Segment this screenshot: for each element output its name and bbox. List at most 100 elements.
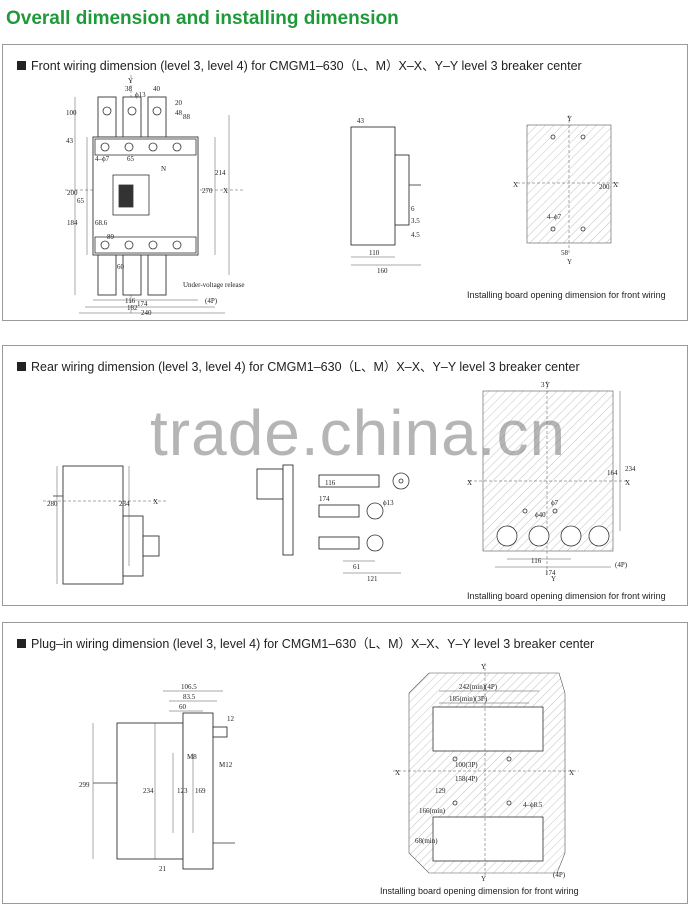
- dim-label: ϕ40: [535, 511, 546, 519]
- page-title: Overall dimension and installing dimensi…: [6, 8, 399, 29]
- dim-label: 100(3P): [455, 761, 478, 769]
- dim-label: 174: [545, 569, 556, 577]
- bullet-square-icon: [17, 639, 26, 648]
- dim-label: 234: [143, 787, 154, 795]
- dim-label: 40: [153, 85, 161, 93]
- dim-label: 240: [141, 309, 152, 317]
- dim-label: 48: [175, 109, 183, 117]
- dim-label: 160: [377, 267, 388, 275]
- dim-label: ϕ13: [383, 499, 394, 507]
- dim-label: 3: [541, 381, 545, 389]
- dim-label: 100: [66, 109, 77, 117]
- dim-label: (4P): [553, 871, 566, 879]
- dim-label: Y: [567, 115, 572, 123]
- rear-side-view-drawing: 280 234 X: [43, 465, 167, 585]
- front-wiring-panel: Front wiring dimension (level 3, level 4…: [2, 44, 688, 321]
- dim-label: 89: [107, 233, 115, 241]
- dim-label: 169: [195, 787, 206, 795]
- dim-label: 164: [607, 469, 618, 477]
- dim-label: 61: [353, 563, 361, 571]
- rear-wiring-panel: Rear wiring dimension (level 3, level 4)…: [2, 345, 688, 606]
- dim-label: 174: [319, 495, 330, 503]
- dim-label: 4–ϕ7: [547, 213, 562, 221]
- dim-label: 242(min)(4P): [459, 683, 498, 691]
- dim-label: Y: [545, 381, 550, 389]
- dim-label: 12: [227, 715, 235, 723]
- dim-label: M8: [187, 753, 197, 761]
- plugin-wiring-panel: Plug–in wiring dimension (level 3, level…: [2, 622, 688, 904]
- dim-label: 43: [66, 137, 74, 145]
- rear-terminal-drawing: 116 174 ϕ13 61 121: [256, 464, 410, 583]
- front-board-caption: Installing board opening dimension for f…: [467, 290, 666, 300]
- dim-label: X: [613, 181, 618, 189]
- bullet-square-icon: [17, 61, 26, 70]
- dim-label: X: [223, 187, 228, 195]
- board-opening-drawing: Y X X 200 4–ϕ7 58 Y: [513, 115, 619, 266]
- dim-label: 270: [202, 187, 213, 195]
- dim-label: 20: [175, 99, 183, 107]
- dim-label: 116: [325, 479, 336, 487]
- dim-label: 129: [435, 787, 446, 795]
- dim-label: 166(min): [419, 807, 446, 815]
- dim-label: 214: [215, 169, 226, 177]
- plugin-board-opening-drawing: Y 242(min)(4P) 185(min)(3P) X X 100(3P) …: [393, 663, 579, 883]
- dim-label: 184: [67, 219, 78, 227]
- dim-label: 185(min)(3P): [449, 695, 488, 703]
- dim-label: ϕ7: [551, 499, 559, 507]
- dim-label: 116: [125, 297, 136, 305]
- dim-label: 21: [159, 865, 167, 873]
- dim-label: (4P): [205, 297, 218, 305]
- dim-label: Y: [481, 663, 486, 671]
- dim-label: 299: [79, 781, 90, 789]
- dim-label: ϕ13: [135, 91, 146, 99]
- plugin-board-caption: Installing board opening dimension for f…: [380, 886, 579, 896]
- dim-label: X: [395, 769, 400, 777]
- dim-label: N: [161, 165, 166, 173]
- dim-label: 174: [137, 300, 148, 308]
- dim-label: 106.5: [181, 683, 197, 691]
- dim-label: 88: [183, 113, 191, 121]
- dim-label: 280: [47, 500, 58, 508]
- dim-label: 4–ϕ7: [95, 155, 110, 163]
- dim-label: M12: [219, 761, 233, 769]
- dim-label: 123: [177, 787, 188, 795]
- side-view-drawing: 43 110 160 6 3.5 4.5: [350, 117, 421, 275]
- dim-label: Under-voltage release: [183, 281, 244, 289]
- dim-label: 234: [625, 465, 636, 473]
- dim-label: 200: [67, 189, 78, 197]
- dim-label: 116: [531, 557, 542, 565]
- bullet-square-icon: [17, 362, 26, 371]
- dim-label: Y: [551, 575, 556, 583]
- dim-label: 68(min): [415, 837, 438, 845]
- rear-board-opening-drawing: Y X X 164 234 ϕ7 ϕ40 116 174 Y (4P) 3: [467, 381, 636, 583]
- front-wiring-heading: Front wiring dimension (level 3, level 4…: [17, 55, 582, 74]
- dim-label: 65: [77, 197, 85, 205]
- dim-label: 3.5: [411, 217, 420, 225]
- dim-label: 4–ϕ8.5: [523, 801, 543, 809]
- watermark-text: trade.china.cn: [150, 397, 567, 469]
- dim-label: 110: [369, 249, 380, 257]
- plugin-side-view-drawing: 106.5 83.5 60 12 M8 M12 299 234 123 169 …: [79, 683, 235, 873]
- dim-label: Y: [567, 258, 572, 266]
- dim-label: 158(4P): [455, 775, 478, 783]
- dim-label: 4.5: [411, 231, 420, 239]
- dim-label: 182: [127, 304, 138, 312]
- dim-label: 60: [179, 703, 187, 711]
- dim-label: 121: [367, 575, 378, 583]
- rear-wiring-heading: Rear wiring dimension (level 3, level 4)…: [17, 356, 580, 375]
- dim-label: 200: [599, 183, 610, 191]
- front-view-drawing: Y 38 ϕ13 40 100 20 48 88 43 4–ϕ7 65 N 18…: [65, 75, 245, 317]
- dim-label: Y: [481, 875, 486, 883]
- dim-label: X: [625, 479, 630, 487]
- dim-label: 38: [125, 85, 133, 93]
- dim-label: 68.6: [95, 219, 108, 227]
- rear-board-caption: Installing board opening dimension for f…: [467, 591, 666, 601]
- dim-label: 6: [411, 205, 415, 213]
- dim-label: 83.5: [183, 693, 196, 701]
- dim-label: Y: [128, 77, 133, 85]
- dim-label: 43: [357, 117, 365, 125]
- plugin-wiring-heading: Plug–in wiring dimension (level 3, level…: [17, 633, 594, 652]
- dim-label: (4P): [615, 561, 628, 569]
- dim-label: X: [569, 769, 574, 777]
- dim-label: X: [513, 181, 518, 189]
